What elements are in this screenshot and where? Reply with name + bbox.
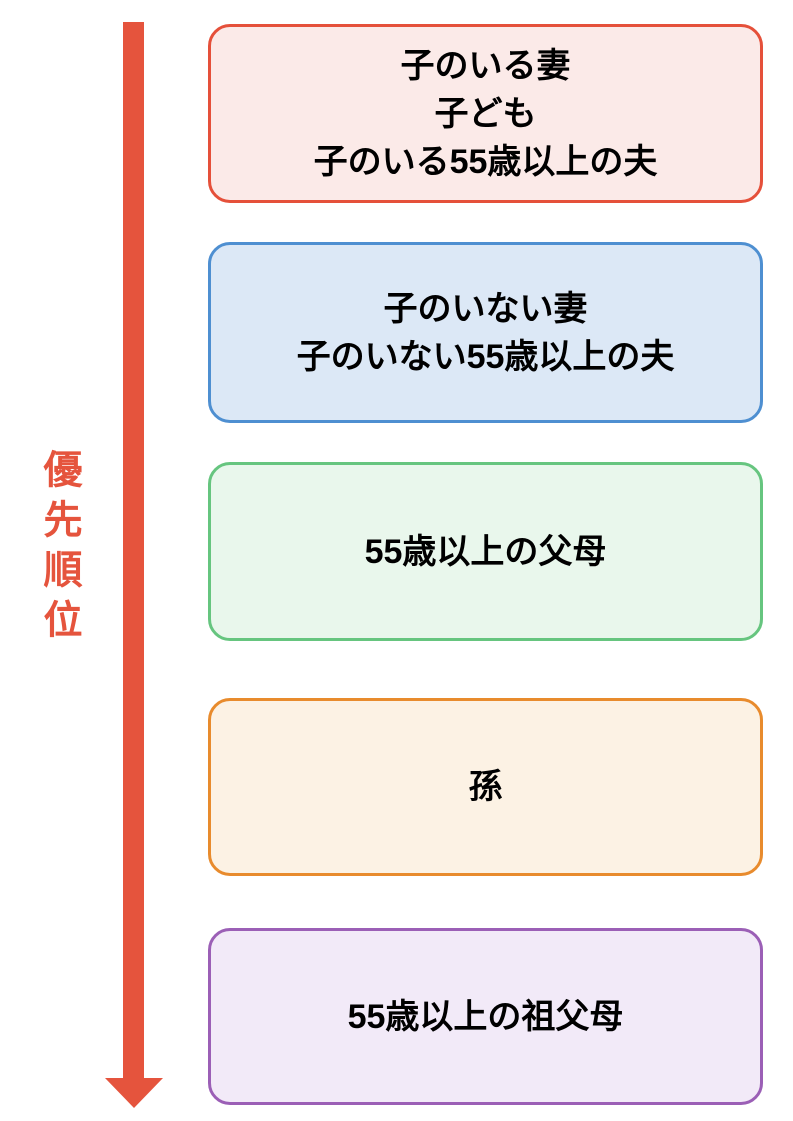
box-text-line: 子ども [434,94,537,133]
box-text-line: 子のいる55歳以上の夫 [313,142,658,181]
box-text-line: 55歳以上の祖父母 [347,997,624,1036]
box-text-line: 子のいない55歳以上の夫 [296,337,675,376]
down-arrow-shaft [123,22,144,1078]
priority-box-1: 子のいる妻 子ども 子のいる55歳以上の夫 [208,24,763,203]
box-text-line: 子のいる妻 [400,46,571,85]
priority-box-5: 55歳以上の祖父母 [208,928,763,1105]
box-text-line: 55歳以上の父母 [364,532,607,571]
priority-box-2: 子のいない妻 子のいない55歳以上の夫 [208,242,763,423]
priority-box-4: 孫 [208,698,763,876]
down-arrow-head-icon [105,1078,163,1108]
box-text-line: 孫 [468,768,503,806]
priority-box-3: 55歳以上の父母 [208,462,763,641]
priority-axis-label: 優先順位 [38,449,81,649]
box-text-line: 子のいない妻 [383,289,588,328]
